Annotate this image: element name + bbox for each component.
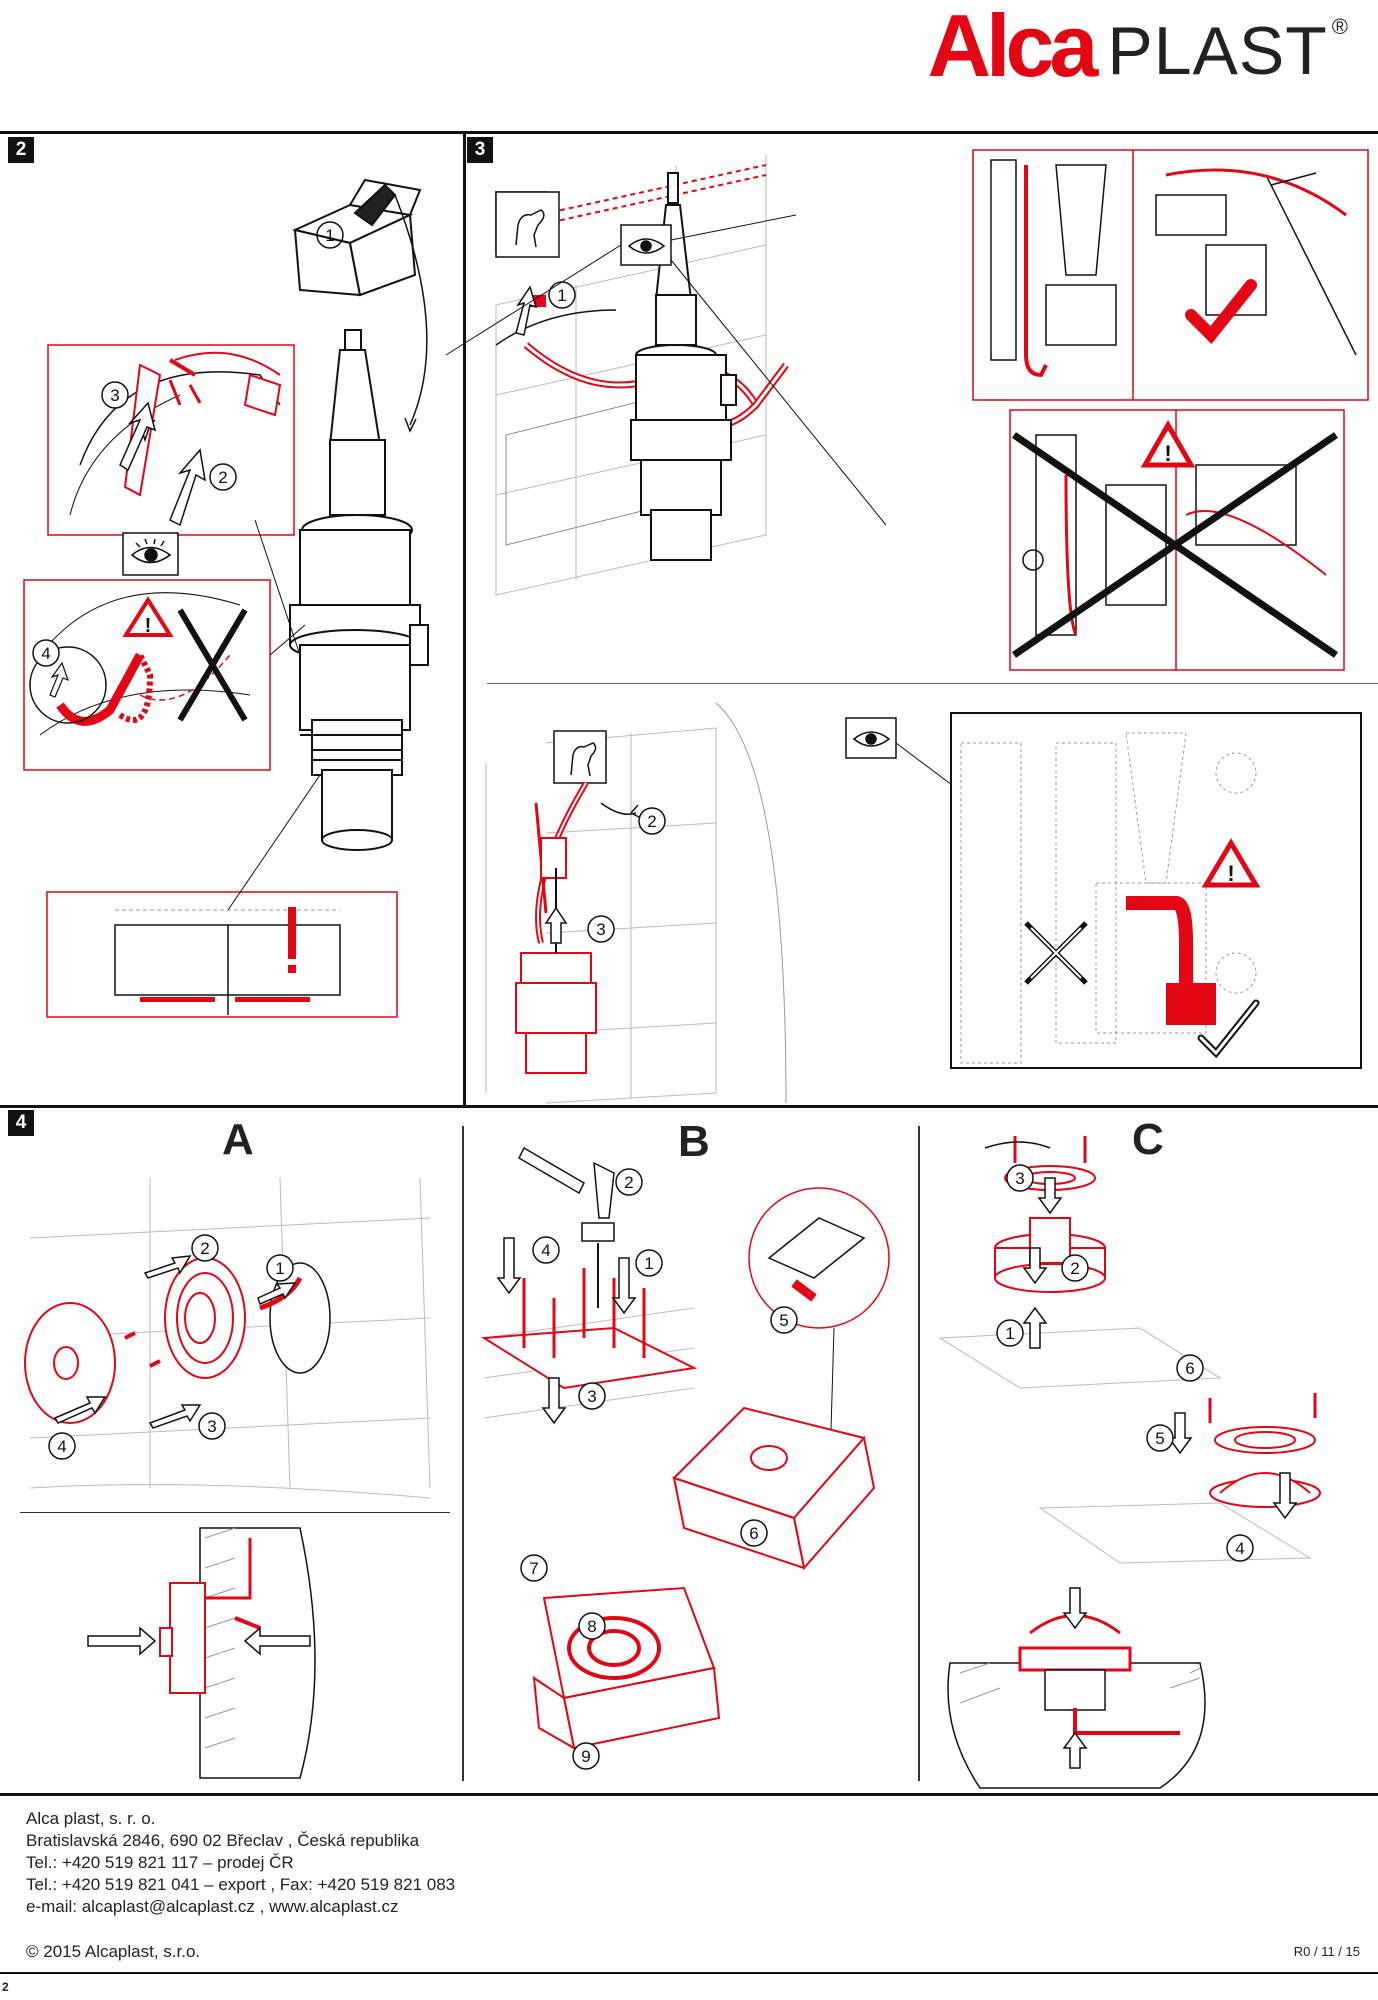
- step-label: 2: [200, 1239, 209, 1258]
- page-bottom-rule: [0, 1972, 1378, 1974]
- section-2-illustration: 3 2 1 ! 4: [23, 178, 429, 1018]
- section-number-2: 2: [8, 137, 34, 163]
- footer-tel-cz: Tel.: +420 519 821 117 – prodej ČR: [26, 1853, 294, 1872]
- subsection-b-label: B: [678, 1117, 710, 1166]
- svg-text:!: !: [1164, 441, 1171, 466]
- step-label: 3: [207, 1417, 216, 1436]
- step-label: 7: [529, 1559, 538, 1578]
- eye-icon: [620, 224, 672, 266]
- step-label: 6: [1185, 1359, 1194, 1378]
- section-3-top-illustration: 1: [445, 149, 1369, 671]
- step-label: 6: [749, 1524, 758, 1543]
- alcaplast-logo: Alca PLAST ®: [927, 0, 1348, 95]
- section-4c-illustration: 3 2 1 6 5 4: [938, 1136, 1321, 1789]
- section-number-4: 4: [8, 1110, 34, 1136]
- divider-a-b: [462, 1126, 464, 1781]
- step-label: 9: [581, 1747, 590, 1766]
- footer-email: e-mail: alcaplast@alcaplast.cz , www.alc…: [26, 1897, 399, 1916]
- step-label: 1: [644, 1254, 653, 1273]
- section-top-rule: [0, 131, 1378, 134]
- footer-tel-export: Tel.: +420 519 821 041 – export , Fax: +…: [26, 1875, 456, 1894]
- logo-registered: ®: [1331, 14, 1348, 39]
- section-3-bottom-illustration: 2 3 !: [485, 702, 1362, 1104]
- step-label: 2: [624, 1173, 633, 1192]
- eye-icon: [845, 717, 897, 759]
- step-label: 3: [1015, 1169, 1024, 1188]
- warning-icon: !: [1201, 838, 1261, 888]
- step-label: 3: [596, 920, 605, 939]
- step-label: 1: [325, 226, 334, 245]
- divider-b-c: [918, 1126, 920, 1781]
- step-label: 3: [110, 386, 119, 405]
- logo-plast: PLAST: [1107, 13, 1328, 89]
- section-4a-illustration: 2 1 4 3: [24, 1177, 431, 1779]
- svg-text:!: !: [145, 615, 152, 637]
- step-label: 4: [41, 644, 50, 663]
- footer-copyright: © 2015 Alcaplast, s.r.o.: [26, 1942, 201, 1961]
- step-label: 5: [1155, 1429, 1164, 1448]
- svg-text:!: !: [1227, 861, 1234, 886]
- step-label: 1: [557, 286, 566, 305]
- section-4b-illustration: 2 4 1 3 5 6 7 8 9: [480, 1146, 890, 1770]
- step-label: 4: [57, 1437, 66, 1456]
- subsection-a-label: A: [222, 1115, 254, 1164]
- a-split: [20, 1512, 450, 1513]
- box-icon: [291, 178, 422, 297]
- page-number: 2: [2, 1980, 9, 1994]
- footer-company: Alca plast, s. r. o.: [26, 1809, 156, 1828]
- step-label: 3: [587, 1387, 596, 1406]
- step-marker: [101, 381, 237, 491]
- step-label: 4: [1235, 1539, 1244, 1558]
- eye-icon: [122, 532, 179, 576]
- step-label: 1: [1005, 1324, 1014, 1343]
- footer-address: Bratislavská 2846, 690 02 Břeclav , Česk…: [26, 1831, 420, 1850]
- section-3-split: [487, 683, 1378, 684]
- section-number-3: 3: [467, 137, 493, 163]
- footer-rule: [0, 1793, 1378, 1796]
- step-label: 8: [587, 1617, 596, 1636]
- step-label: 4: [541, 1241, 550, 1260]
- warning-icon: !: [122, 596, 174, 637]
- step-label: 5: [779, 1311, 788, 1330]
- section-mid-rule: [0, 1105, 1378, 1108]
- step-label: 2: [218, 468, 227, 487]
- step-label: 1: [275, 1259, 284, 1278]
- logo-alca: Alca: [927, 0, 1098, 95]
- subsection-c-label: C: [1132, 1115, 1164, 1164]
- step-label: 2: [647, 812, 656, 831]
- step-label: 2: [1070, 1259, 1079, 1278]
- footer-revision: R0 / 11 / 15: [1293, 1944, 1360, 1959]
- section-divider-2-3: [463, 131, 466, 1106]
- footer-contact: Alca plast, s. r. o. Bratislavská 2846, …: [26, 1808, 455, 1918]
- warning-icon: !: [1140, 419, 1196, 468]
